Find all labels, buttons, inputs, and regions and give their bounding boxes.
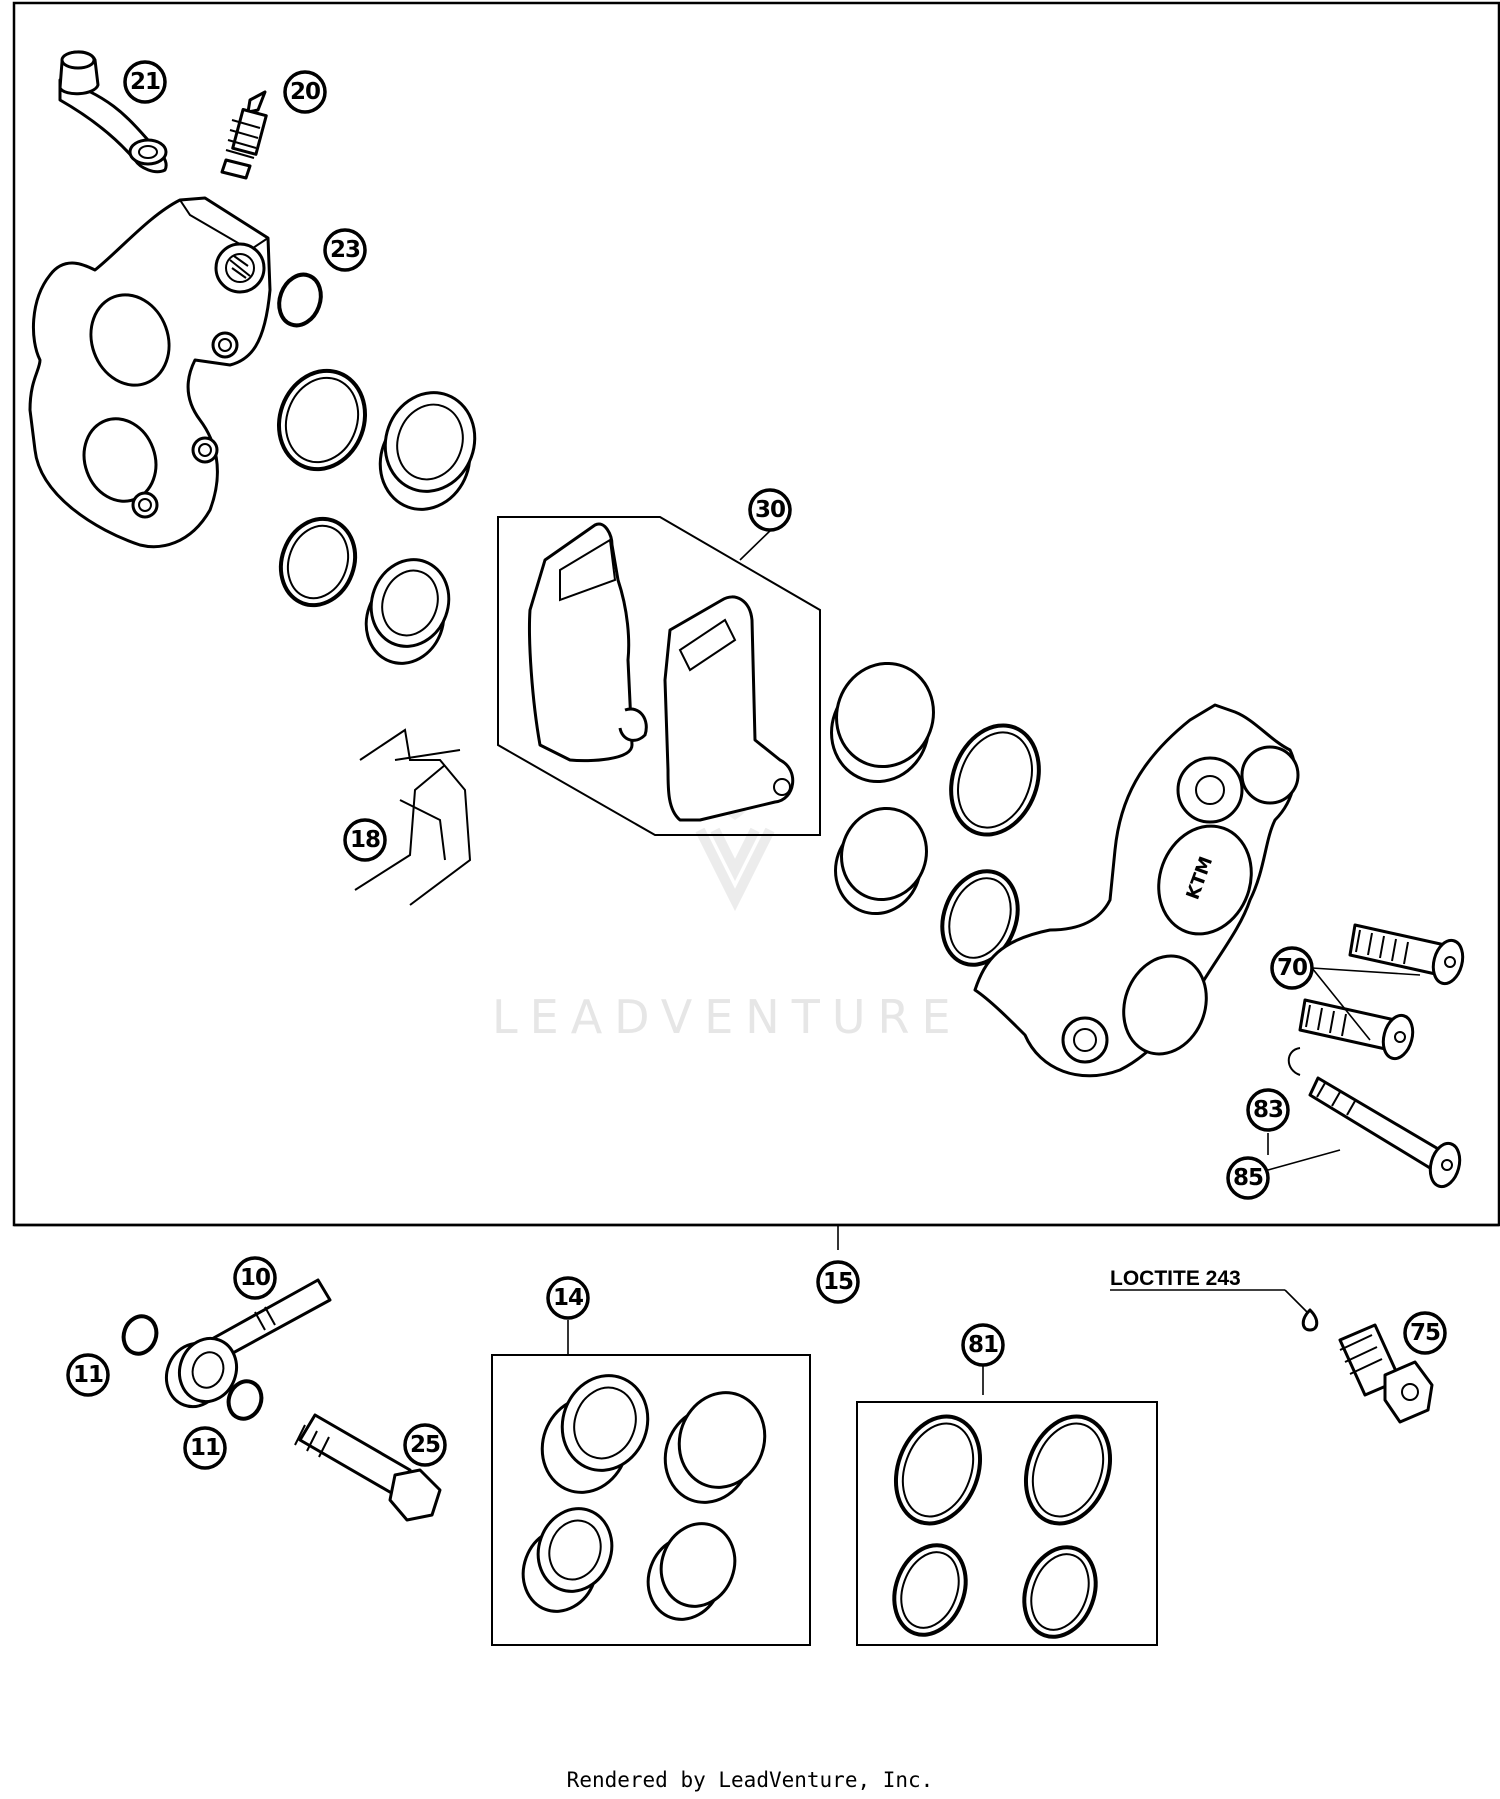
callout-11-b: 11 [183,1426,227,1470]
callout-30: 30 [748,488,792,532]
svg-text:21: 21 [130,69,160,95]
piston-kit-part [491,1354,811,1646]
callout-85: 85 [1226,1156,1270,1200]
callout-20: 20 [283,70,327,114]
loctite-note: LOCTITE 243 [1110,1267,1241,1290]
svg-text:83: 83 [1253,1097,1283,1123]
brake-pads-part [497,516,821,836]
pad-spring-part [354,728,472,906]
callout-11-a: 11 [66,1353,110,1397]
callout-15: 15 [816,1260,860,1304]
watermark: LEADVENTURE [492,760,963,1044]
svg-text:23: 23 [330,237,360,263]
washer-part-a [121,1314,159,1356]
dust-cap-part [58,50,168,174]
svg-text:85: 85 [1233,1165,1263,1191]
seal-kit-part [856,1401,1158,1646]
mounting-bolt-part [1338,1323,1434,1424]
svg-text:70: 70 [1277,955,1307,981]
bleeder-valve-part [220,90,268,180]
svg-text:18: 18 [350,827,380,853]
svg-text:14: 14 [553,1285,583,1311]
svg-text:15: 15 [823,1269,853,1295]
callout-21: 21 [123,60,167,104]
right-piston-set [830,661,1041,967]
watermark-text: LEADVENTURE [492,990,963,1044]
loctite-drop-icon [1301,1308,1319,1332]
svg-text:25: 25 [410,1432,440,1458]
washer-part-b [226,1379,264,1421]
callout-83: 83 [1246,1088,1290,1132]
svg-text:30: 30 [755,497,785,523]
callout-14: 14 [546,1276,590,1320]
banjo-hose-part [165,1278,332,1409]
svg-text:10: 10 [240,1265,270,1291]
small-seal-ring-part [277,272,323,328]
caliper-body-right: KTM [973,703,1300,1078]
svg-text:11: 11 [73,1362,103,1388]
caliper-body-left [28,196,272,549]
svg-text:81: 81 [968,1332,998,1358]
footer-credit: Rendered by LeadVenture, Inc. [566,1768,934,1792]
callout-10: 10 [233,1256,277,1300]
callout-25: 25 [403,1423,447,1467]
callout-70: 70 [1270,946,1314,990]
svg-text:11: 11 [190,1435,220,1461]
callout-18: 18 [343,818,387,862]
banjo-bolt-part [294,1413,442,1522]
callout-75: 75 [1403,1311,1447,1355]
svg-text:20: 20 [290,79,320,105]
svg-text:75: 75 [1410,1320,1440,1346]
left-piston-set [276,368,477,665]
clip-and-pin-part [1287,1047,1462,1189]
leader-lines [567,526,1421,1395]
callout-23: 23 [323,228,367,272]
callout-81: 81 [961,1323,1005,1367]
caliper-bolts-part [1298,923,1465,1061]
